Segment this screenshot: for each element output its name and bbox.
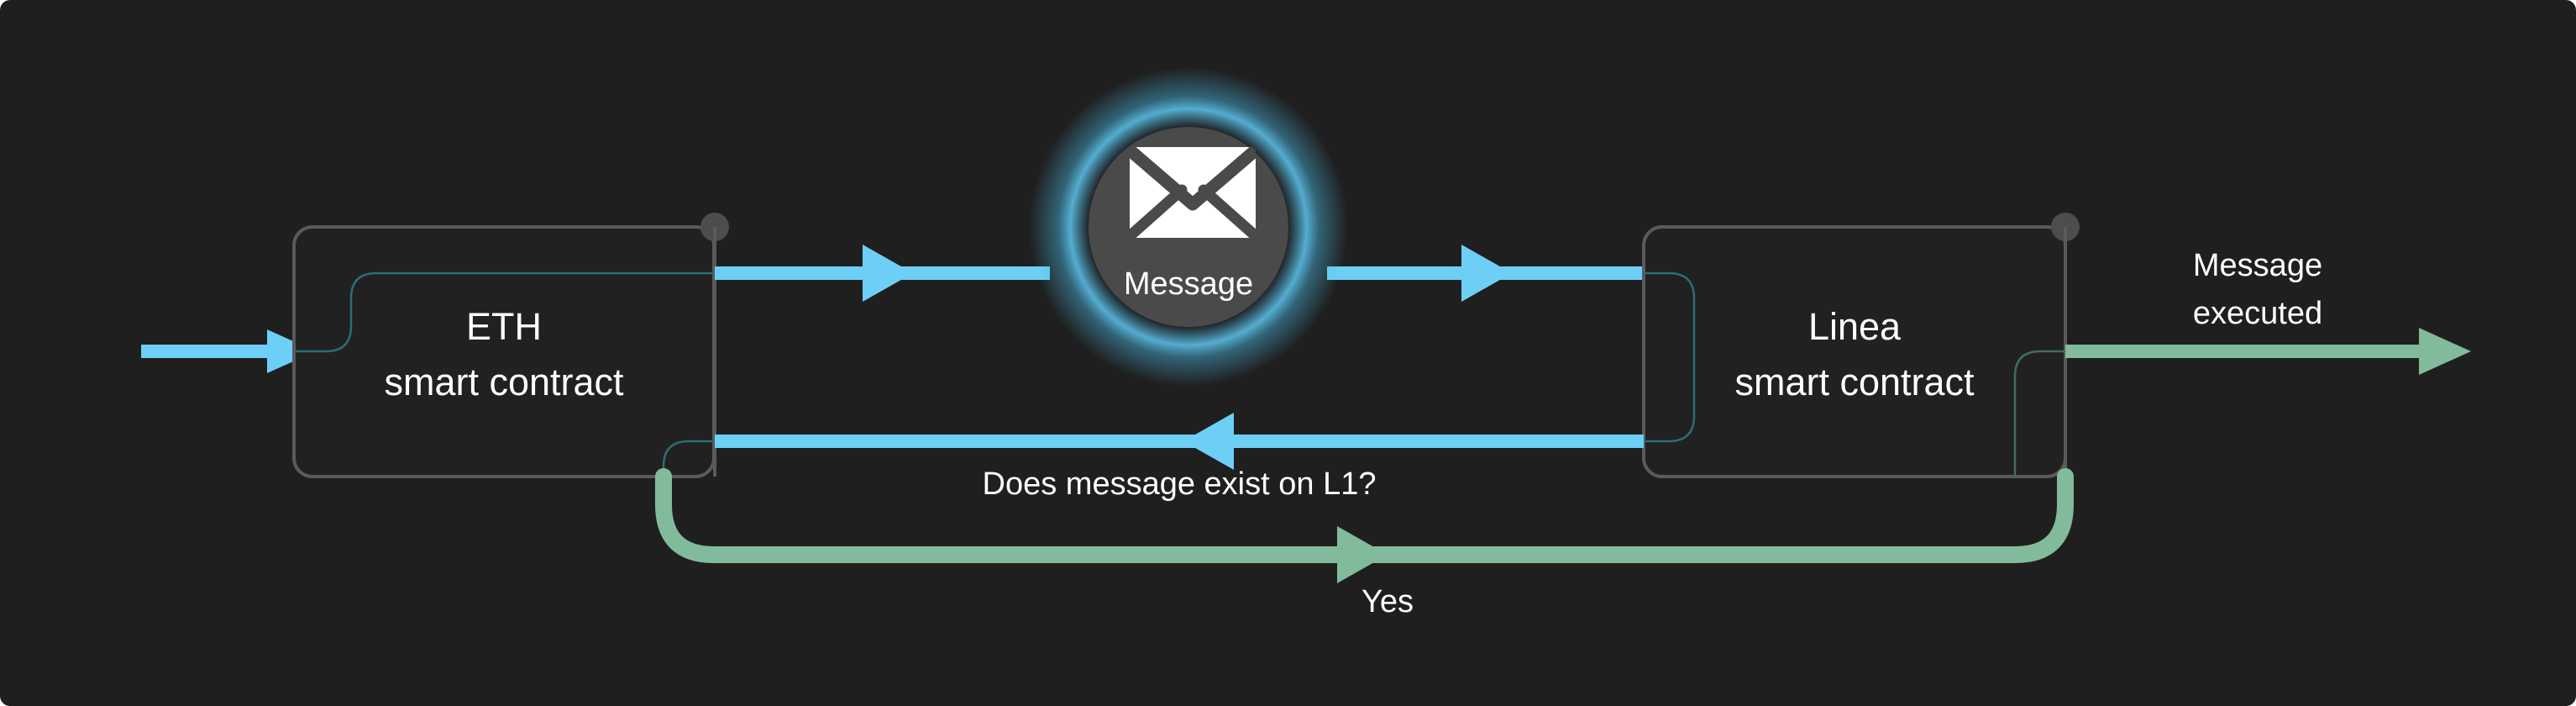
edge-label-message-executed-line2: executed [2193,296,2322,331]
linea-contract-line1: Linea [1808,305,1902,348]
edge-label-message-executed-line1: Message [2193,248,2322,283]
edge-message-to-linea [1327,245,1644,302]
node-eth-smart-contract[interactable]: ETH smart contract [292,213,729,504]
edge-label-yes: Yes [1361,584,1414,619]
node-linea-smart-contract[interactable]: Linea smart contract [1642,213,2080,478]
edge-yes-loop: Yes [655,468,2074,619]
edge-eth-to-message [715,245,1050,302]
eth-contract-line1: ETH [466,305,542,348]
linea-contract-line2: smart contract [1734,361,1975,403]
eth-contract-line2: smart contract [384,361,624,403]
message-badge-label: Message [1124,266,1253,302]
edge-entry-arrow [141,329,316,373]
edge-linea-to-eth-query: Does message exist on L1? [715,413,1644,502]
edge-message-executed: Message executed [2065,248,2471,375]
edge-label-does-message-exist: Does message exist on L1? [983,466,1377,502]
envelope-icon [1130,147,1256,238]
message-badge[interactable]: Message [1029,67,1348,387]
